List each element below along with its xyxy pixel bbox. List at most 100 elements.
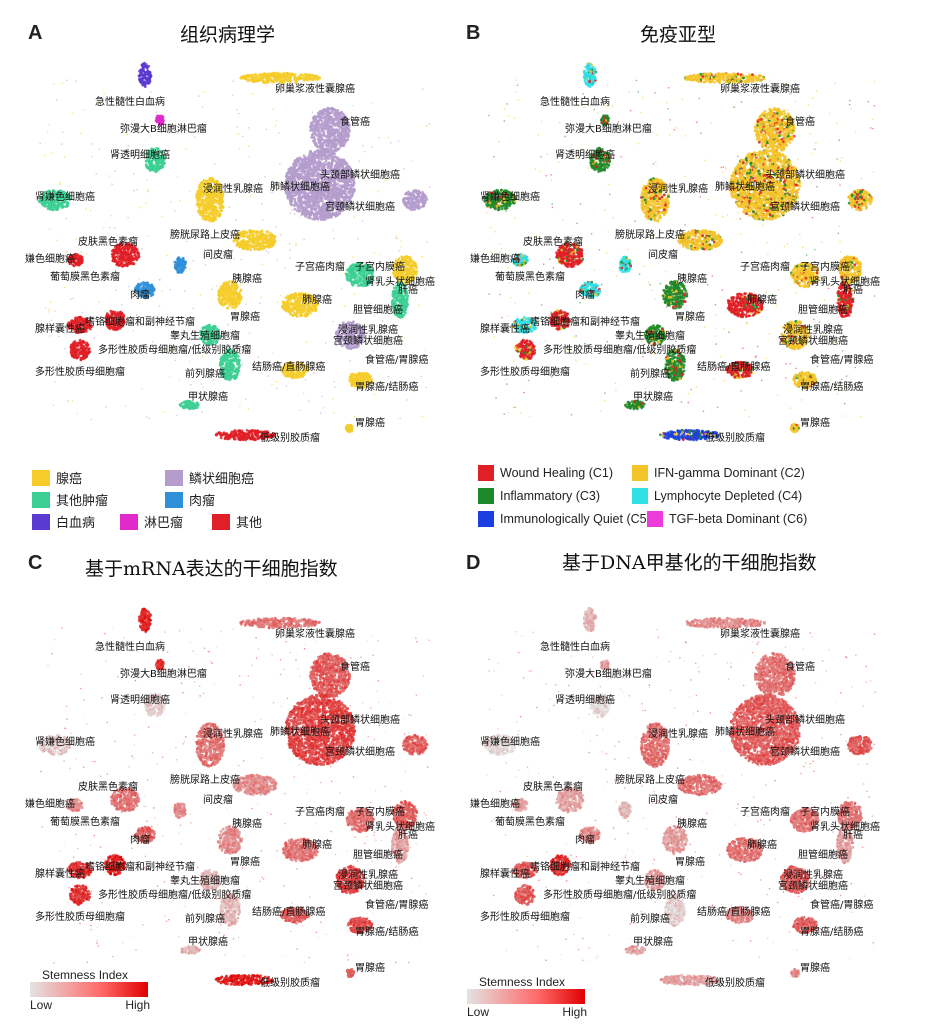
scatter-point	[247, 408, 250, 411]
scatter-point	[54, 310, 56, 313]
scatter-point	[278, 132, 280, 134]
scatter-point	[317, 153, 321, 157]
scatter-point	[53, 326, 55, 329]
scatter-point	[215, 214, 218, 218]
scatter-point	[324, 157, 328, 161]
scatter-point	[299, 73, 303, 76]
scatter-point	[416, 195, 419, 199]
scatter-point	[317, 141, 321, 145]
scatter-point	[49, 228, 51, 231]
scatter-point	[235, 219, 237, 221]
scatter-point	[327, 145, 331, 148]
scatter-point	[267, 251, 270, 254]
scatter-point	[243, 77, 247, 81]
scatter-point	[260, 244, 264, 248]
scatter-point	[188, 360, 191, 363]
scatter-point	[279, 294, 282, 297]
scatter-point	[251, 241, 255, 245]
scatter-point	[140, 71, 144, 75]
scatter-point	[160, 114, 164, 118]
scatter-point	[169, 124, 171, 126]
scatter-point	[250, 76, 254, 80]
scatter-point	[254, 79, 257, 83]
scatter-point	[220, 209, 224, 213]
scatter-point	[202, 178, 206, 182]
scatter-point	[281, 73, 284, 77]
scatter-point	[245, 245, 249, 249]
scatter-point	[370, 102, 373, 104]
scatter-point	[253, 237, 257, 241]
scatter-point	[267, 80, 270, 84]
scatter-point	[406, 399, 408, 401]
scatter-point	[302, 392, 305, 395]
scatter-point	[299, 165, 303, 169]
scatter-point	[276, 78, 279, 82]
scatter-point	[321, 121, 325, 125]
scatter-point	[407, 271, 411, 275]
scatter-point	[353, 216, 355, 218]
scatter-point	[264, 241, 268, 245]
scatter-point	[165, 325, 167, 328]
scatter-point	[242, 235, 246, 239]
scatter-point	[355, 277, 359, 281]
scatter-point	[337, 187, 341, 191]
scatter-point	[296, 197, 300, 200]
scatter-point	[331, 194, 335, 197]
scatter-point	[277, 73, 281, 77]
scatter-point	[211, 198, 215, 202]
scatter-point	[79, 132, 82, 135]
scatter-point	[201, 195, 204, 198]
scatter-point	[248, 155, 250, 158]
scatter-point	[302, 206, 306, 209]
scatter-point	[146, 178, 148, 181]
scatter-point	[49, 335, 51, 337]
scatter-point	[158, 131, 160, 133]
scatter-point	[332, 212, 336, 216]
scatter-point	[317, 206, 320, 210]
scatter-point	[334, 110, 338, 114]
scatter-point	[315, 127, 318, 130]
scatter-point	[232, 80, 234, 83]
scatter-point	[346, 135, 350, 139]
scatter-point	[320, 125, 323, 129]
scatter-point	[182, 350, 185, 352]
scatter-point	[336, 182, 339, 186]
scatter-point	[277, 361, 279, 364]
scatter-point	[424, 288, 427, 290]
scatter-point	[208, 199, 212, 203]
scatter-point	[56, 99, 58, 101]
scatter-point	[429, 186, 431, 188]
scatter-point	[239, 240, 243, 243]
scatter-point	[176, 256, 180, 260]
scatter-point	[232, 94, 234, 96]
scatter-point	[384, 179, 386, 182]
scatter-point	[39, 142, 41, 145]
scatter-point	[199, 294, 202, 296]
scatter-point	[313, 140, 317, 143]
scatter-point	[403, 256, 407, 259]
scatter-point	[287, 177, 291, 181]
scatter-point	[294, 192, 298, 196]
scatter-point	[403, 202, 407, 206]
scatter-point	[366, 261, 368, 264]
scatter-point	[215, 180, 218, 183]
scatter-point	[304, 162, 307, 166]
scatter-point	[122, 347, 125, 349]
scatter-point	[251, 93, 254, 95]
scatter-point	[201, 211, 205, 215]
scatter-point	[313, 150, 317, 154]
scatter-point	[66, 250, 68, 253]
scatter-point	[353, 415, 356, 418]
scatter-point	[139, 77, 142, 81]
scatter-point	[266, 230, 270, 234]
scatter-point	[126, 323, 129, 325]
scatter-point	[122, 250, 126, 254]
scatter-point	[347, 190, 350, 194]
scatter-point	[345, 163, 349, 166]
scatter-point	[287, 168, 291, 171]
scatter-point	[259, 302, 261, 305]
scatter-point	[311, 111, 314, 113]
scatter-point	[76, 261, 79, 264]
scatter-point	[355, 206, 358, 208]
scatter-point	[307, 74, 311, 78]
